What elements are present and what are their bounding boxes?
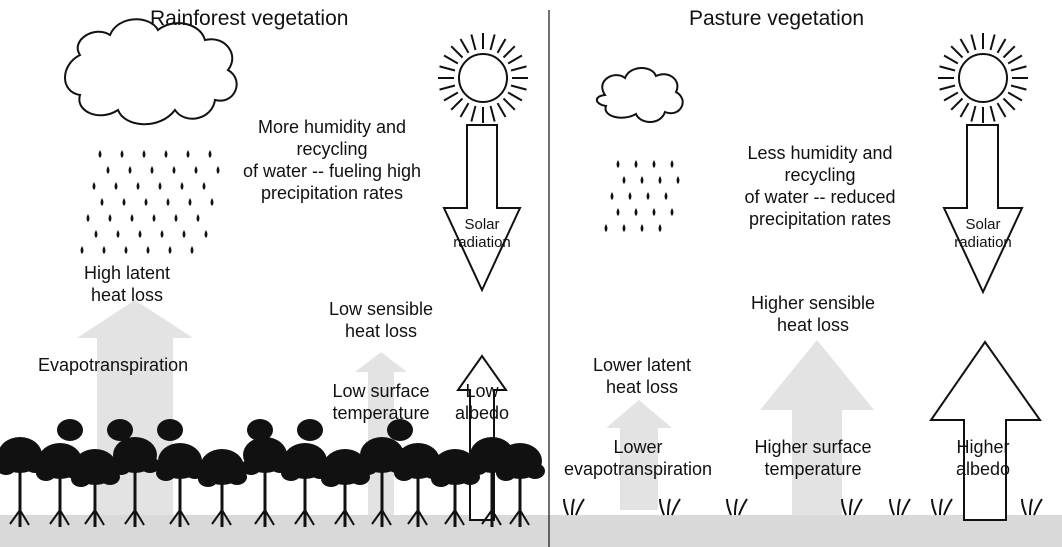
pasture-humidity-text: Less humidity and recycling of water -- … xyxy=(744,143,896,229)
rainforest-sensible-label: Low sensible heat loss xyxy=(328,299,434,341)
rainforest-cloud-icon xyxy=(64,18,238,126)
rainforest-sun-icon xyxy=(438,33,528,123)
rainforest-trees xyxy=(0,419,545,527)
rainforest-latent-label: High latent heat loss xyxy=(83,263,171,305)
evapotranspiration-label: Evapotranspiration xyxy=(38,355,189,375)
higher-sensible-heat-arrow xyxy=(760,340,874,515)
pasture-surface-temp-label: Higher surface temperature xyxy=(754,437,872,479)
rainforest-solar-arrow xyxy=(442,124,522,293)
lower-latent-heat-arrow xyxy=(606,400,672,510)
pasture-sun-icon xyxy=(938,33,1028,123)
pasture-grass-tufts xyxy=(563,498,1043,516)
pasture-solar-arrow xyxy=(942,124,1024,295)
higher-albedo-label: Higher albedo xyxy=(955,437,1011,479)
rainforest-title: Rainforest vegetation xyxy=(150,7,349,30)
rainforest-humidity-text: More humidity and recycling of water -- … xyxy=(242,117,422,203)
pasture-rain-drops xyxy=(604,160,680,232)
pasture-solar-label: Solar radiation xyxy=(954,216,1012,251)
higher-albedo-arrow xyxy=(929,340,1042,521)
low-albedo-label: Low albedo xyxy=(454,381,510,423)
rainforest-surface-temp-label: Low surface temperature xyxy=(332,381,430,423)
pasture-title: Pasture vegetation xyxy=(689,7,865,30)
pasture-cloud-icon xyxy=(595,67,684,123)
ground-strip xyxy=(0,515,1062,547)
rainforest-solar-label: Solar radiation xyxy=(453,216,511,251)
pasture-sensible-label: Higher sensible heat loss xyxy=(750,293,876,335)
pasture-evapo-label: Lower evapotranspiration xyxy=(563,437,713,479)
rainforest-rain-drops xyxy=(80,150,220,254)
pasture-latent-label: Lower latent heat loss xyxy=(592,355,692,397)
